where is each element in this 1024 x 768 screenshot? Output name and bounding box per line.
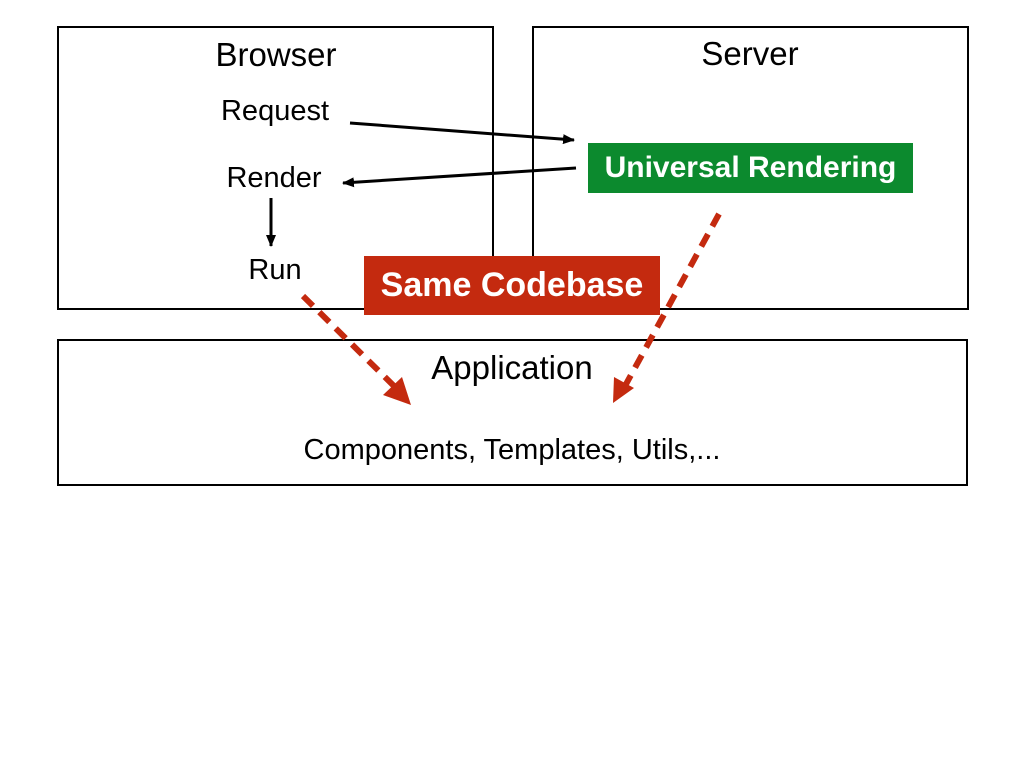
browser-title: Browser [215,36,337,73]
request-label: Request [220,95,330,127]
server-title: Server [701,35,799,72]
render-label: Render [226,162,322,194]
same-codebase-badge: Same Codebase [364,256,660,315]
application-contents: Components, Templates, Utils,... [303,434,721,466]
run-label: Run [248,254,302,286]
application-title: Application [431,349,593,386]
universal-rendering-badge: Universal Rendering [588,143,913,193]
application-box [57,339,968,486]
